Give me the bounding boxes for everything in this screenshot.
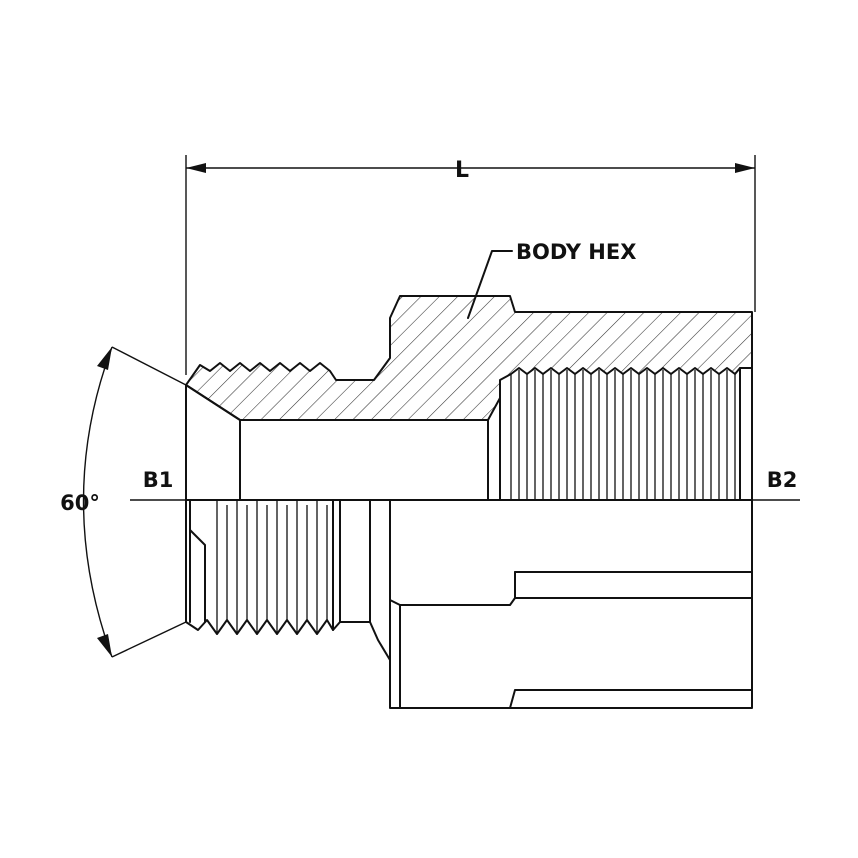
- lower-exterior: [185, 499, 753, 709]
- b2-label: B2: [767, 468, 798, 492]
- body-hex-leader: [467, 250, 513, 319]
- length-label: L: [455, 158, 469, 183]
- length-dimension: [185, 155, 756, 375]
- female-thread-lines: [510, 370, 736, 500]
- b1-label: B1: [143, 468, 174, 492]
- hex-body-exterior: [369, 499, 753, 709]
- angle-label: 60°: [60, 491, 100, 515]
- body-hex-label: BODY HEX: [516, 240, 636, 264]
- upper-section: [185, 295, 753, 501]
- angle-dimension: [82, 346, 187, 658]
